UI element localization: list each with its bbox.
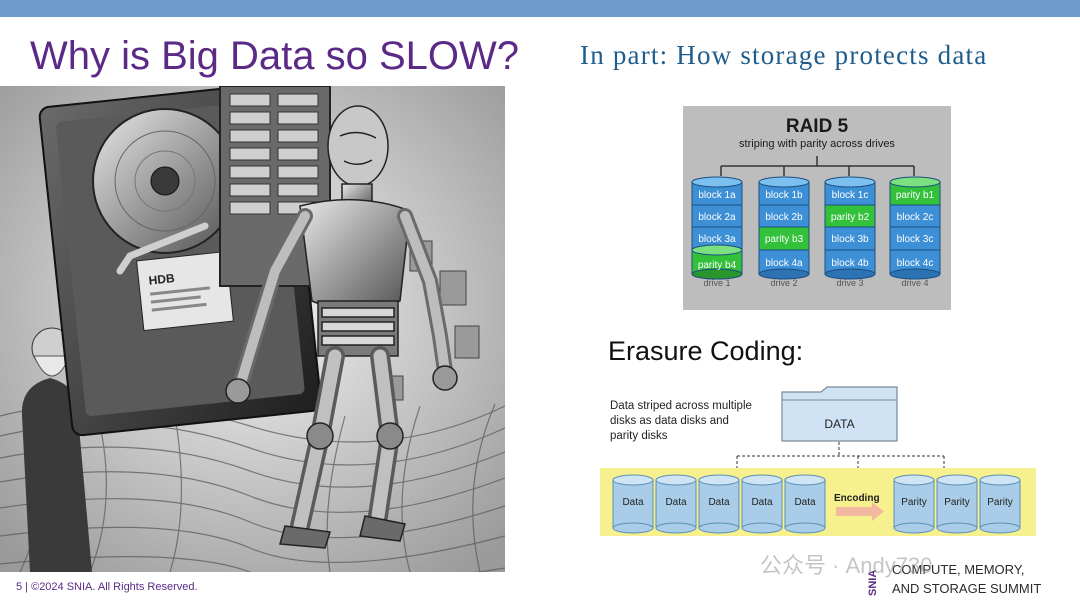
robot-hard-drive-illustration: HDB (0, 86, 505, 572)
erasure-coding-note: Data striped across multiple disks as da… (610, 400, 752, 442)
data-folder-label: DATA (824, 417, 855, 431)
raid-parity-label: parity b1 (896, 190, 935, 201)
raid-drive-label: drive 1 (703, 278, 731, 288)
parity-disk-label: Parity (901, 497, 927, 508)
raid-block-label: block 2a (698, 212, 736, 223)
raid-block-label: block 4a (765, 258, 803, 269)
raid-drive-label: drive 2 (770, 278, 798, 288)
parity-disk-label: Parity (987, 497, 1013, 508)
encoding-arrow-icon (836, 502, 884, 521)
raid-block-label: block 3c (897, 234, 934, 245)
raid-drive-1: block 1a block 2a block 3a parity b4 (691, 176, 743, 280)
raid-block-label: block 3b (831, 234, 869, 245)
raid5-diagram: RAID 5 striping with parity across drive… (683, 106, 951, 310)
raid-block-label: block 1b (765, 190, 803, 201)
raid-block-label: block 4b (831, 258, 869, 269)
raid-parity-label: parity b3 (765, 234, 804, 245)
summit-logo-line1: COMPUTE, MEMORY, (892, 562, 1025, 577)
data-disk-label: Data (708, 497, 730, 508)
raid-block-label: block 2c (897, 212, 934, 223)
raid-drive-4: parity b1 block 2c block 3c block 4c (889, 176, 941, 280)
erasure-disks (612, 474, 1021, 534)
raid-block-label: block 4c (897, 258, 934, 269)
raid-drive-2: block 1b block 2b parity b3 block 4a (758, 176, 810, 280)
raid-drive-label: drive 4 (901, 278, 929, 288)
raid-drive-3: block 1c parity b2 block 3b block 4b (824, 176, 876, 280)
summit-logo-line2: AND STORAGE SUMMIT (892, 581, 1042, 596)
raid-title: RAID 5 (785, 116, 849, 137)
raid-parity-label: parity b4 (698, 260, 737, 271)
slide-subtitle: In part: How storage protects data (580, 40, 988, 70)
raid-block-label: block 1c (832, 190, 869, 201)
data-disk-label: Data (665, 497, 687, 508)
raid-block-label: block 1a (698, 190, 736, 201)
footer-copyright: 5 | ©2024 SNIA. All Rights Reserved. (16, 581, 198, 593)
wechat-watermark: 公众号 · Andy730 (760, 553, 933, 578)
erasure-connector-lines (736, 442, 945, 470)
raid-drive-label: drive 3 (836, 278, 864, 288)
raid-block-label: block 3a (698, 234, 736, 245)
svg-text:HDB: HDB (148, 271, 176, 288)
data-disk-label: Data (751, 497, 773, 508)
raid-block-label: block 2b (765, 212, 803, 223)
raid-connector-lines (720, 156, 915, 176)
parity-disk-label: Parity (944, 497, 970, 508)
raid-parity-label: parity b2 (831, 212, 870, 223)
data-disk-label: Data (794, 497, 816, 508)
data-folder-icon (781, 386, 898, 442)
raid-subtitle: striping with parity across drives (739, 138, 895, 150)
encoding-label: Encoding (834, 493, 880, 504)
data-disk-label: Data (622, 497, 644, 508)
erasure-coding-title: Erasure Coding: (608, 336, 804, 366)
top-accent-bar (0, 0, 1080, 17)
summit-logo-text: COMPUTE, MEMORY, AND STORAGE SUMMIT (892, 560, 1041, 598)
slide-title: Why is Big Data so SLOW? (30, 34, 520, 78)
